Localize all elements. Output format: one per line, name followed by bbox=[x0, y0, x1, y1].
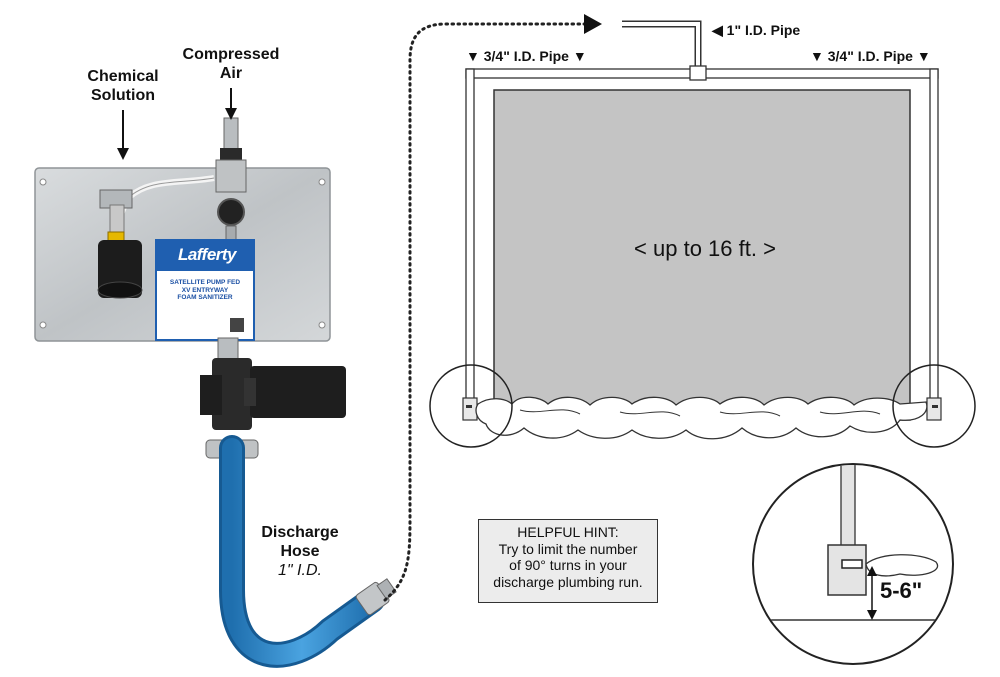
doorway-diagram bbox=[429, 20, 976, 448]
helpful-hint-box: HELPFUL HINT: Try to limit the number of… bbox=[478, 519, 658, 603]
foam-curtain bbox=[475, 396, 928, 440]
plumbing-run-dotted bbox=[383, 22, 590, 602]
nozzle-detail bbox=[752, 463, 954, 665]
flow-arrow-icon bbox=[584, 14, 602, 34]
compressed-air-label: Compressed Air bbox=[182, 46, 280, 82]
pipe-34-left-label: ▼ 3/4" I.D. Pipe ▼ bbox=[466, 48, 587, 64]
hint-title: HELPFUL HINT: bbox=[517, 524, 619, 540]
hint-line: discharge plumbing run. bbox=[493, 573, 643, 590]
doorway-span-label: < up to 16 ft. > bbox=[634, 236, 776, 261]
nozzle-closeup bbox=[827, 544, 867, 596]
left-detail-circle bbox=[429, 364, 513, 448]
right-detail-circle bbox=[892, 364, 976, 448]
nozzle-height-label: 5-6" bbox=[880, 578, 923, 603]
pipe-1in-label: ◀ 1" I.D. Pipe bbox=[712, 22, 801, 38]
discharge-hose-label: Discharge Hose 1" I.D. bbox=[261, 524, 339, 579]
chemical-solution-label: Chemical Solution bbox=[87, 68, 159, 104]
sanitizer-unit bbox=[34, 88, 397, 668]
product-name-text: SATELLITE PUMP FED XV ENTRYWAY FOAM SANI… bbox=[169, 279, 241, 301]
pressure-regulator-knob bbox=[217, 198, 245, 226]
pipe-34-right-label: ▼ 3/4" I.D. Pipe ▼ bbox=[810, 48, 931, 64]
doorway-opening bbox=[493, 89, 911, 421]
hint-line: of 90° turns in your bbox=[509, 557, 627, 573]
right-drop-pipe bbox=[929, 68, 939, 400]
left-drop-pipe bbox=[465, 68, 475, 400]
hint-line: Try to limit the number bbox=[498, 540, 638, 557]
brand-logo-text: Lafferty bbox=[177, 245, 237, 264]
